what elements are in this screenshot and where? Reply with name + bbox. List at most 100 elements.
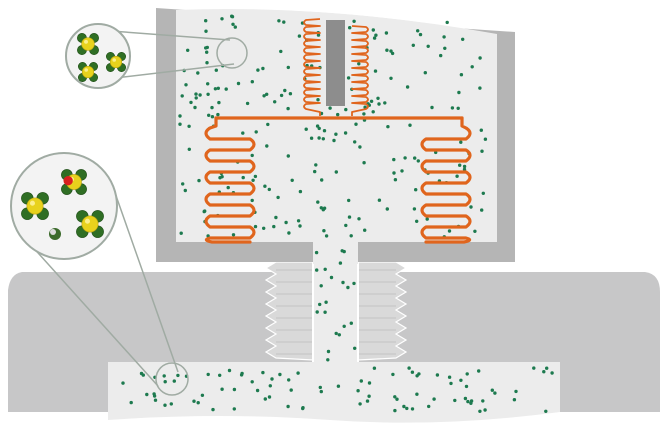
gas-particle-icon bbox=[403, 156, 407, 160]
gas-particle-icon bbox=[227, 368, 232, 373]
gas-particle-icon bbox=[204, 29, 208, 33]
gas-particle-icon bbox=[282, 20, 286, 24]
gas-particle-icon bbox=[163, 403, 167, 407]
gas-particle-icon bbox=[231, 22, 235, 26]
gas-particle-icon bbox=[314, 250, 319, 255]
gas-particle-icon bbox=[439, 53, 443, 58]
gas-particle-icon bbox=[344, 223, 348, 228]
gas-particle-icon bbox=[416, 29, 420, 33]
gas-particle-icon bbox=[198, 93, 202, 97]
gas-particle-icon bbox=[162, 374, 166, 378]
gas-particle-icon bbox=[241, 131, 245, 135]
heater-coil-right bbox=[420, 116, 472, 244]
gas-particle-icon bbox=[262, 94, 266, 98]
gas-particle-icon bbox=[400, 169, 404, 173]
gas-particle-icon bbox=[320, 178, 324, 182]
gas-particle-icon bbox=[347, 198, 351, 203]
gas-particle-icon bbox=[283, 88, 287, 93]
gas-particle-icon bbox=[367, 381, 372, 385]
gas-particle-icon bbox=[279, 49, 283, 54]
gas-particle-icon bbox=[262, 226, 266, 230]
gas-particle-icon bbox=[453, 398, 457, 403]
gas-particle-icon bbox=[153, 398, 158, 402]
gas-particle-icon bbox=[480, 208, 484, 212]
gas-particle-icon bbox=[265, 92, 269, 97]
gas-particle-icon bbox=[478, 86, 482, 90]
gas-particle-icon bbox=[254, 130, 258, 134]
gas-particle-icon bbox=[470, 65, 474, 69]
oxygen-atom bbox=[63, 176, 73, 186]
gas-particle-icon bbox=[362, 161, 366, 165]
gas-particle-icon bbox=[323, 310, 327, 314]
gas-particle-icon bbox=[347, 215, 352, 219]
thread-right bbox=[357, 261, 408, 361]
gas-particle-icon bbox=[371, 28, 375, 32]
gas-particle-icon bbox=[445, 20, 449, 25]
gas-particle-icon bbox=[457, 90, 461, 95]
gas-particle-icon bbox=[210, 105, 214, 110]
gas-particle-icon bbox=[346, 285, 350, 290]
gas-particle-icon bbox=[442, 35, 446, 39]
gas-particle-icon bbox=[371, 110, 375, 114]
gas-particle-icon bbox=[365, 399, 370, 403]
molecule-core bbox=[81, 37, 95, 51]
gas-particle-icon bbox=[178, 122, 182, 126]
gas-particle-icon bbox=[217, 100, 221, 105]
gas-particle-icon bbox=[210, 115, 215, 119]
gas-particle-icon bbox=[196, 71, 200, 75]
gas-particle-icon bbox=[313, 169, 317, 174]
gas-particle-icon bbox=[232, 407, 236, 411]
gas-particle-icon bbox=[532, 366, 536, 370]
gas-particle-icon bbox=[383, 101, 387, 105]
gas-particle-icon bbox=[346, 76, 351, 80]
gas-particle-icon bbox=[129, 400, 133, 405]
gas-particle-icon bbox=[194, 92, 198, 96]
gas-particle-icon bbox=[239, 373, 244, 377]
molecule-zooms bbox=[10, 23, 248, 396]
gas-particle-icon bbox=[462, 164, 467, 169]
gas-particle-icon bbox=[411, 43, 415, 47]
gas-particle-icon bbox=[184, 83, 188, 87]
gas-particle-icon bbox=[459, 140, 463, 144]
gas-particle-icon bbox=[415, 219, 419, 223]
gas-particle-icon bbox=[479, 128, 483, 132]
gas-particle-icon bbox=[231, 233, 236, 237]
gas-particle-icon bbox=[402, 404, 406, 409]
gas-particle-icon bbox=[214, 68, 218, 72]
gas-particle-icon bbox=[152, 394, 157, 398]
gas-particle-icon bbox=[358, 402, 362, 406]
gas-particle-icon bbox=[362, 112, 366, 116]
gas-particle-icon bbox=[385, 48, 389, 52]
gas-particle-icon bbox=[181, 182, 185, 186]
gas-particle-icon bbox=[469, 205, 473, 209]
gas-particle-icon bbox=[483, 408, 487, 412]
gas-particle-icon bbox=[189, 100, 193, 105]
gas-particle-icon bbox=[216, 112, 220, 117]
gas-particle-icon bbox=[169, 402, 173, 406]
gas-particle-icon bbox=[316, 98, 320, 102]
gas-particle-icon bbox=[220, 175, 224, 179]
gas-particle-icon bbox=[336, 384, 341, 388]
gas-particle-icon bbox=[218, 373, 222, 377]
molecule-highlight bbox=[84, 68, 88, 72]
gas-particle-icon bbox=[187, 124, 191, 128]
gas-particle-icon bbox=[187, 147, 191, 151]
gas-particle-icon bbox=[512, 398, 517, 402]
gas-particle-icon bbox=[216, 86, 220, 91]
gas-particle-icon bbox=[318, 302, 322, 307]
gas-particle-icon bbox=[321, 137, 325, 141]
gas-particle-icon bbox=[390, 51, 395, 56]
gas-particle-icon bbox=[430, 105, 434, 110]
gas-particle-icon bbox=[266, 122, 270, 127]
heater-coil bbox=[204, 18, 472, 244]
gas-particle-icon bbox=[459, 378, 463, 382]
gas-particle-icon bbox=[183, 188, 187, 193]
gas-particle-icon bbox=[395, 397, 399, 401]
gas-particle-icon bbox=[410, 370, 415, 374]
gas-particle-icon bbox=[542, 370, 546, 374]
gas-particle-icon bbox=[255, 388, 260, 393]
thread-left bbox=[264, 261, 314, 361]
gas-particle-icon bbox=[326, 358, 330, 362]
sensor-bar bbox=[326, 20, 345, 106]
gas-particle-icon bbox=[493, 391, 497, 395]
